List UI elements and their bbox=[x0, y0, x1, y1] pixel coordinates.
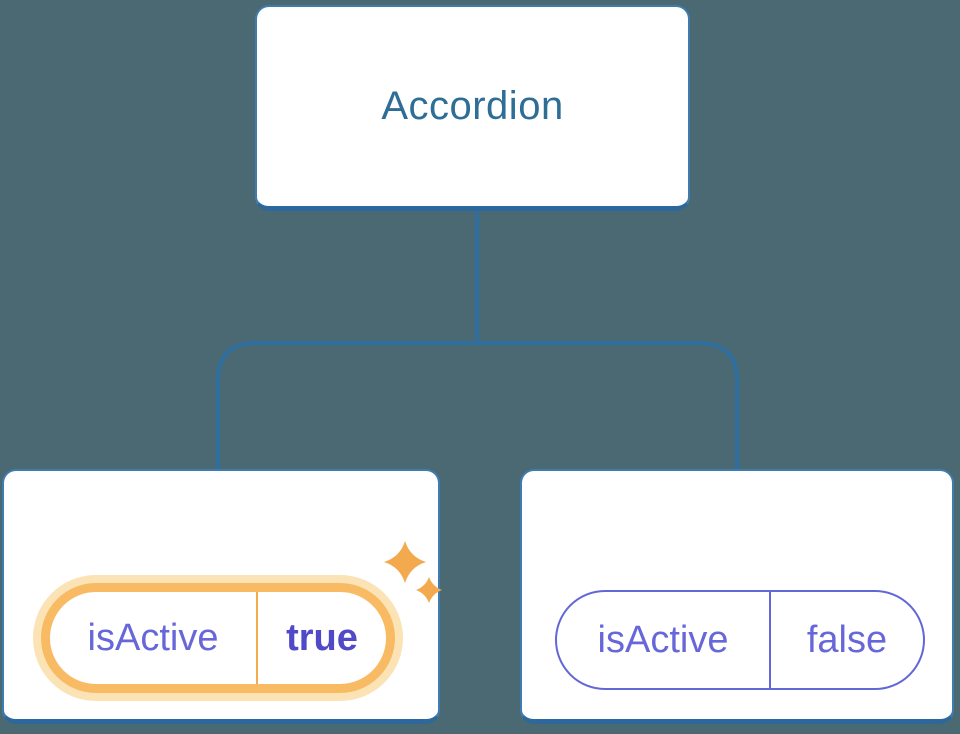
state-key-label: isActive bbox=[87, 616, 219, 659]
pill-divider bbox=[256, 592, 258, 684]
state-value-label: true bbox=[286, 616, 358, 659]
state-pill-active: isActive true bbox=[41, 583, 395, 693]
state-pill-inactive: isActive false bbox=[555, 590, 925, 690]
sparkle-icon-large bbox=[384, 541, 426, 583]
state-key-label: isActive bbox=[597, 618, 729, 661]
pill-divider bbox=[769, 592, 771, 688]
sparkle-icons bbox=[384, 541, 442, 603]
state-value-label: false bbox=[806, 618, 888, 661]
accordion-node: Accordion bbox=[255, 5, 690, 211]
sparkle-icon-small bbox=[416, 577, 442, 603]
accordion-node-label: Accordion bbox=[381, 84, 564, 128]
